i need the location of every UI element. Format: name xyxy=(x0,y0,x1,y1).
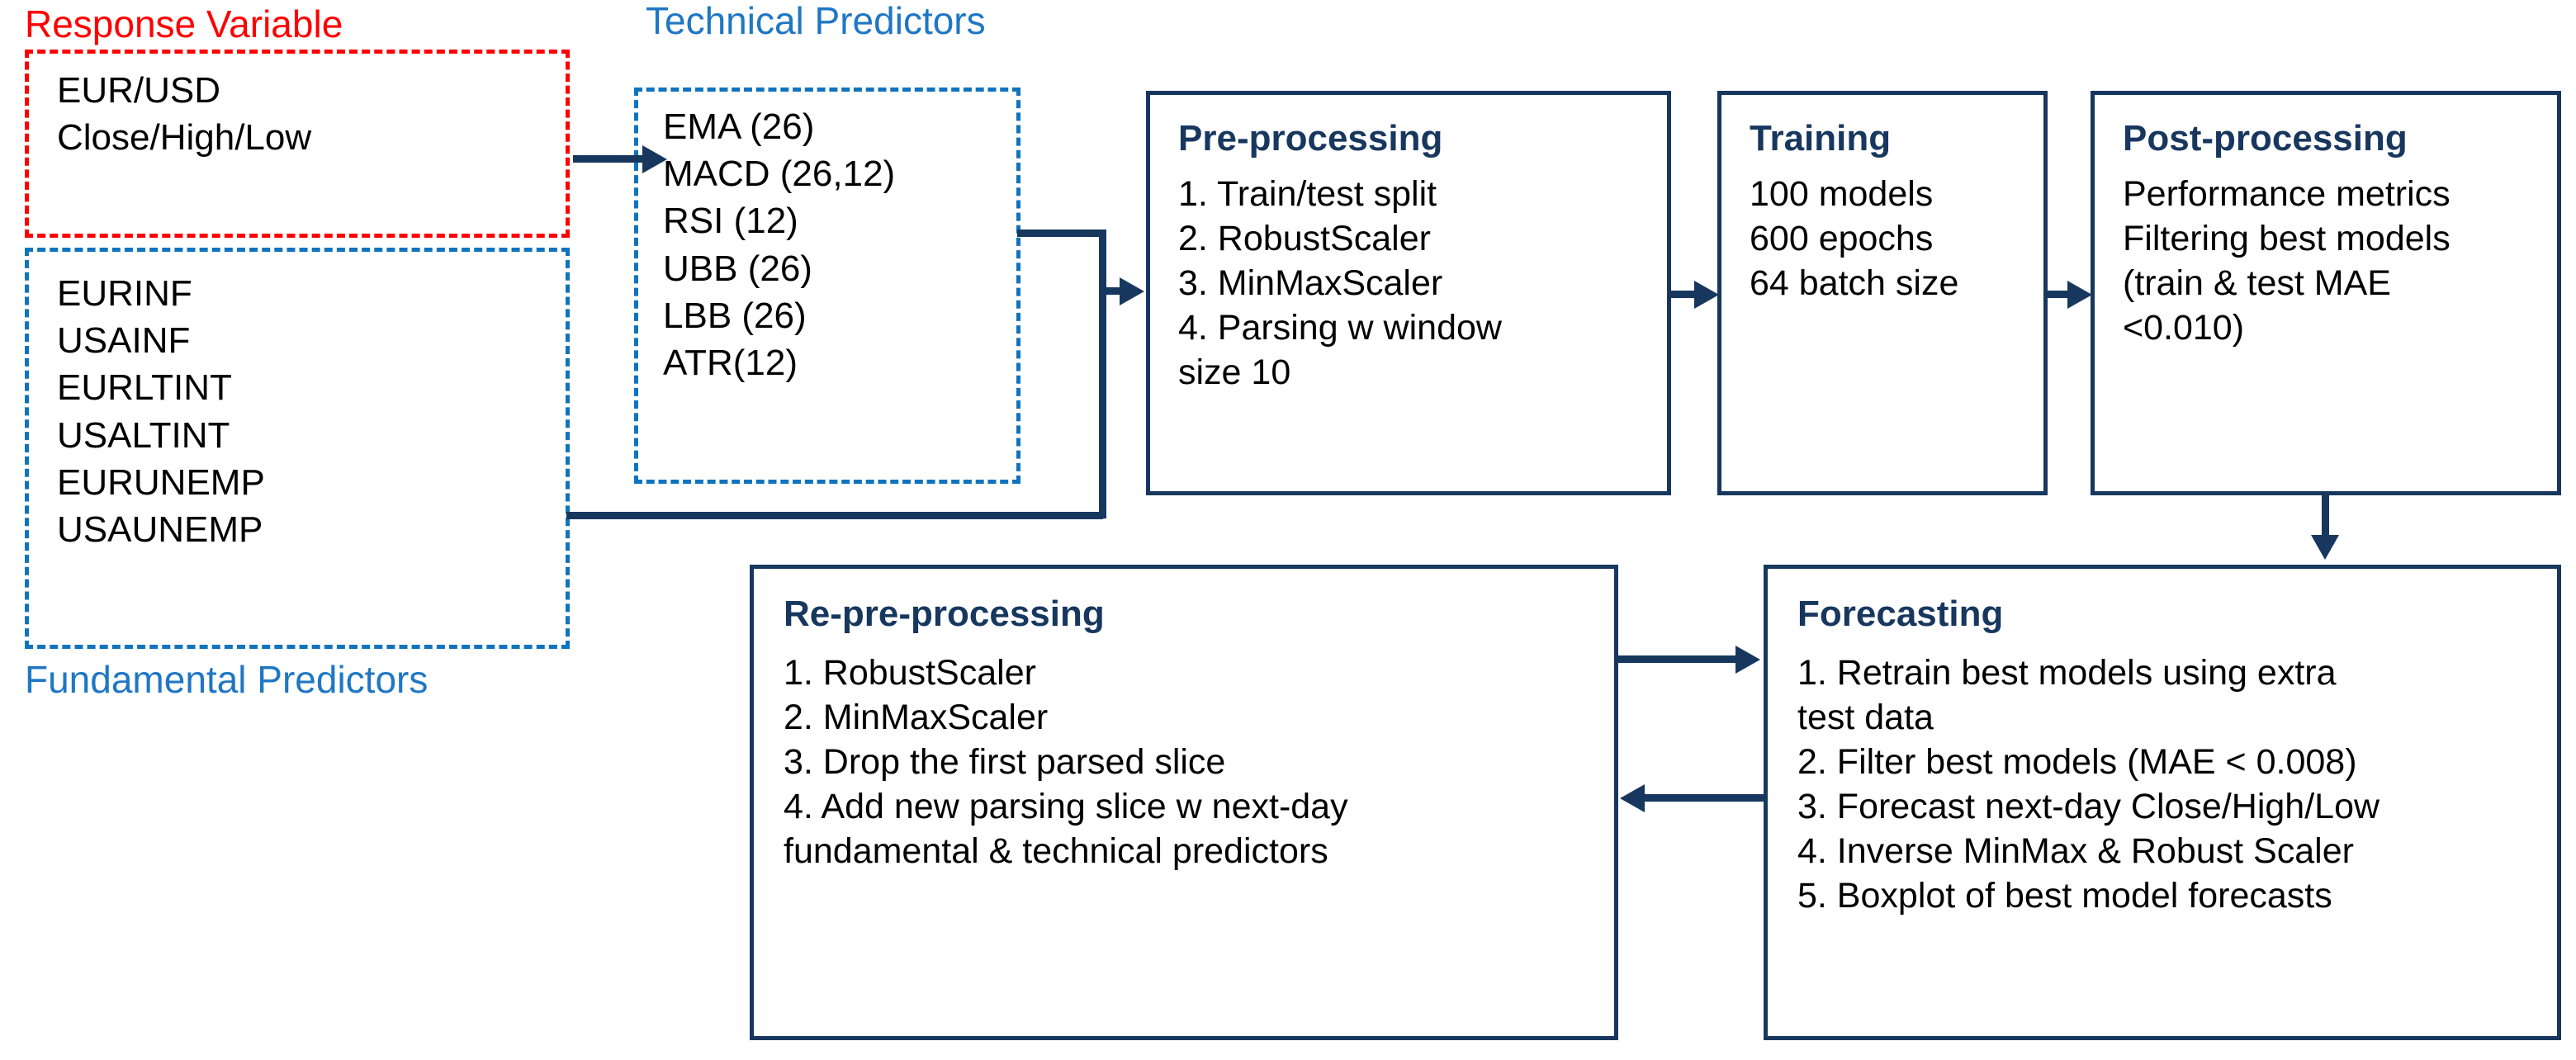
fundamental-line: USAUNEMP xyxy=(57,509,263,550)
preprocessing-title: Pre-processing xyxy=(1178,118,1443,159)
preprocessing-line: size 10 xyxy=(1178,353,1291,393)
response-line: EUR/USD xyxy=(57,70,221,111)
preprocessing-box: Pre-processing 1. Train/test split 2. Ro… xyxy=(1146,91,1671,495)
connector-preprocessing-to-training xyxy=(1669,291,1699,298)
preprocessing-line: 4. Parsing w window xyxy=(1178,308,1502,348)
training-line: 600 epochs xyxy=(1750,218,1934,258)
arrowhead-repreprocessing-to-forecasting xyxy=(1735,646,1760,674)
postprocessing-line: <0.010) xyxy=(2123,308,2245,348)
forecasting-line: 3. Forecast next-day Close/High/Low xyxy=(1797,787,2380,827)
forecasting-line: test data xyxy=(1797,697,1934,737)
connector-training-to-postprocessing xyxy=(2046,291,2071,298)
connector-repreprocessing-to-forecasting xyxy=(1617,655,1740,663)
forecasting-box: Forecasting 1. Retrain best models using… xyxy=(1764,565,2561,1040)
repreprocessing-box: Re-pre-processing 1. RobustScaler 2. Min… xyxy=(750,565,1618,1040)
technical-line: EMA (26) xyxy=(663,106,815,147)
connector-technical-v xyxy=(1099,230,1106,291)
arrowhead-technical-to-preprocessing xyxy=(1120,277,1144,305)
response-line: Close/High/Low xyxy=(57,117,312,159)
connector-postprocessing-to-forecasting xyxy=(2322,494,2329,540)
fundamental-predictors-label: Fundamental Predictors xyxy=(25,658,429,701)
postprocessing-line: (train & test MAE xyxy=(2123,263,2391,303)
postprocessing-line: Performance metrics xyxy=(2123,173,2451,214)
preprocessing-line: 2. RobustScaler xyxy=(1178,218,1431,258)
response-variable-box: EUR/USD Close/High/Low xyxy=(25,50,570,238)
fundamental-line: EURINF xyxy=(57,273,192,314)
training-title: Training xyxy=(1750,118,1892,159)
forecasting-line: 5. Boxplot of best model forecasts xyxy=(1797,876,2332,916)
technical-predictors-box: EMA (26) MACD (26,12) RSI (12) UBB (26) … xyxy=(634,88,1020,484)
technical-line: RSI (12) xyxy=(663,201,798,242)
forecasting-title: Forecasting xyxy=(1797,594,2004,634)
arrowhead-training-to-postprocessing xyxy=(2067,281,2092,309)
training-line: 64 batch size xyxy=(1750,263,1959,303)
arrowhead-response-to-technical xyxy=(642,145,667,173)
technical-line: UBB (26) xyxy=(663,248,812,289)
postprocessing-line: Filtering best models xyxy=(2123,218,2451,258)
technical-line: ATR(12) xyxy=(663,342,798,383)
repreprocessing-line: 2. MinMaxScaler xyxy=(784,697,1049,737)
arrowhead-postprocessing-to-forecasting xyxy=(2311,535,2339,560)
connector-technical-h2 xyxy=(1099,287,1122,295)
fundamental-predictors-box: EURINF USAINF EURLTINT USALTINT EURUNEMP… xyxy=(25,248,570,649)
connector-forecasting-to-repreprocessing xyxy=(1645,794,1764,802)
training-line: 100 models xyxy=(1750,173,1934,214)
postprocessing-box: Post-processing Performance metrics Filt… xyxy=(2091,91,2561,495)
connector-fundamental-h xyxy=(566,512,1103,519)
technical-line: MACD (26,12) xyxy=(663,154,896,195)
arrowhead-preprocessing-to-training xyxy=(1694,281,1719,309)
preprocessing-line: 3. MinMaxScaler xyxy=(1178,263,1443,303)
repreprocessing-line: 3. Drop the first parsed slice xyxy=(784,741,1226,782)
fundamental-line: USAINF xyxy=(57,320,191,362)
connector-fundamental-v xyxy=(1099,287,1106,518)
response-variable-label: Response Variable xyxy=(25,2,343,45)
connector-technical-h1 xyxy=(1017,230,1106,237)
arrowhead-forecasting-to-repreprocessing xyxy=(1620,784,1645,812)
repreprocessing-line: 1. RobustScaler xyxy=(784,652,1036,693)
forecasting-line: 4. Inverse MinMax & Robust Scaler xyxy=(1797,831,2354,872)
repreprocessing-line: 4. Add new parsing slice w next-day xyxy=(784,787,1348,827)
forecasting-line: 1. Retrain best models using extra xyxy=(1797,652,2337,693)
fundamental-line: EURLTINT xyxy=(57,367,232,409)
training-box: Training 100 models 600 epochs 64 batch … xyxy=(1717,91,2048,495)
technical-line: LBB (26) xyxy=(663,295,807,336)
fundamental-line: USALTINT xyxy=(57,414,230,456)
preprocessing-line: 1. Train/test split xyxy=(1178,173,1437,214)
repreprocessing-line: fundamental & technical predictors xyxy=(784,831,1328,872)
postprocessing-title: Post-processing xyxy=(2123,118,2408,159)
forecasting-line: 2. Filter best models (MAE < 0.008) xyxy=(1797,741,2357,782)
fundamental-line: EURUNEMP xyxy=(57,461,265,503)
technical-predictors-label: Technical Predictors xyxy=(646,0,986,42)
repreprocessing-title: Re-pre-processing xyxy=(784,594,1105,634)
connector-response-to-technical xyxy=(573,155,646,163)
